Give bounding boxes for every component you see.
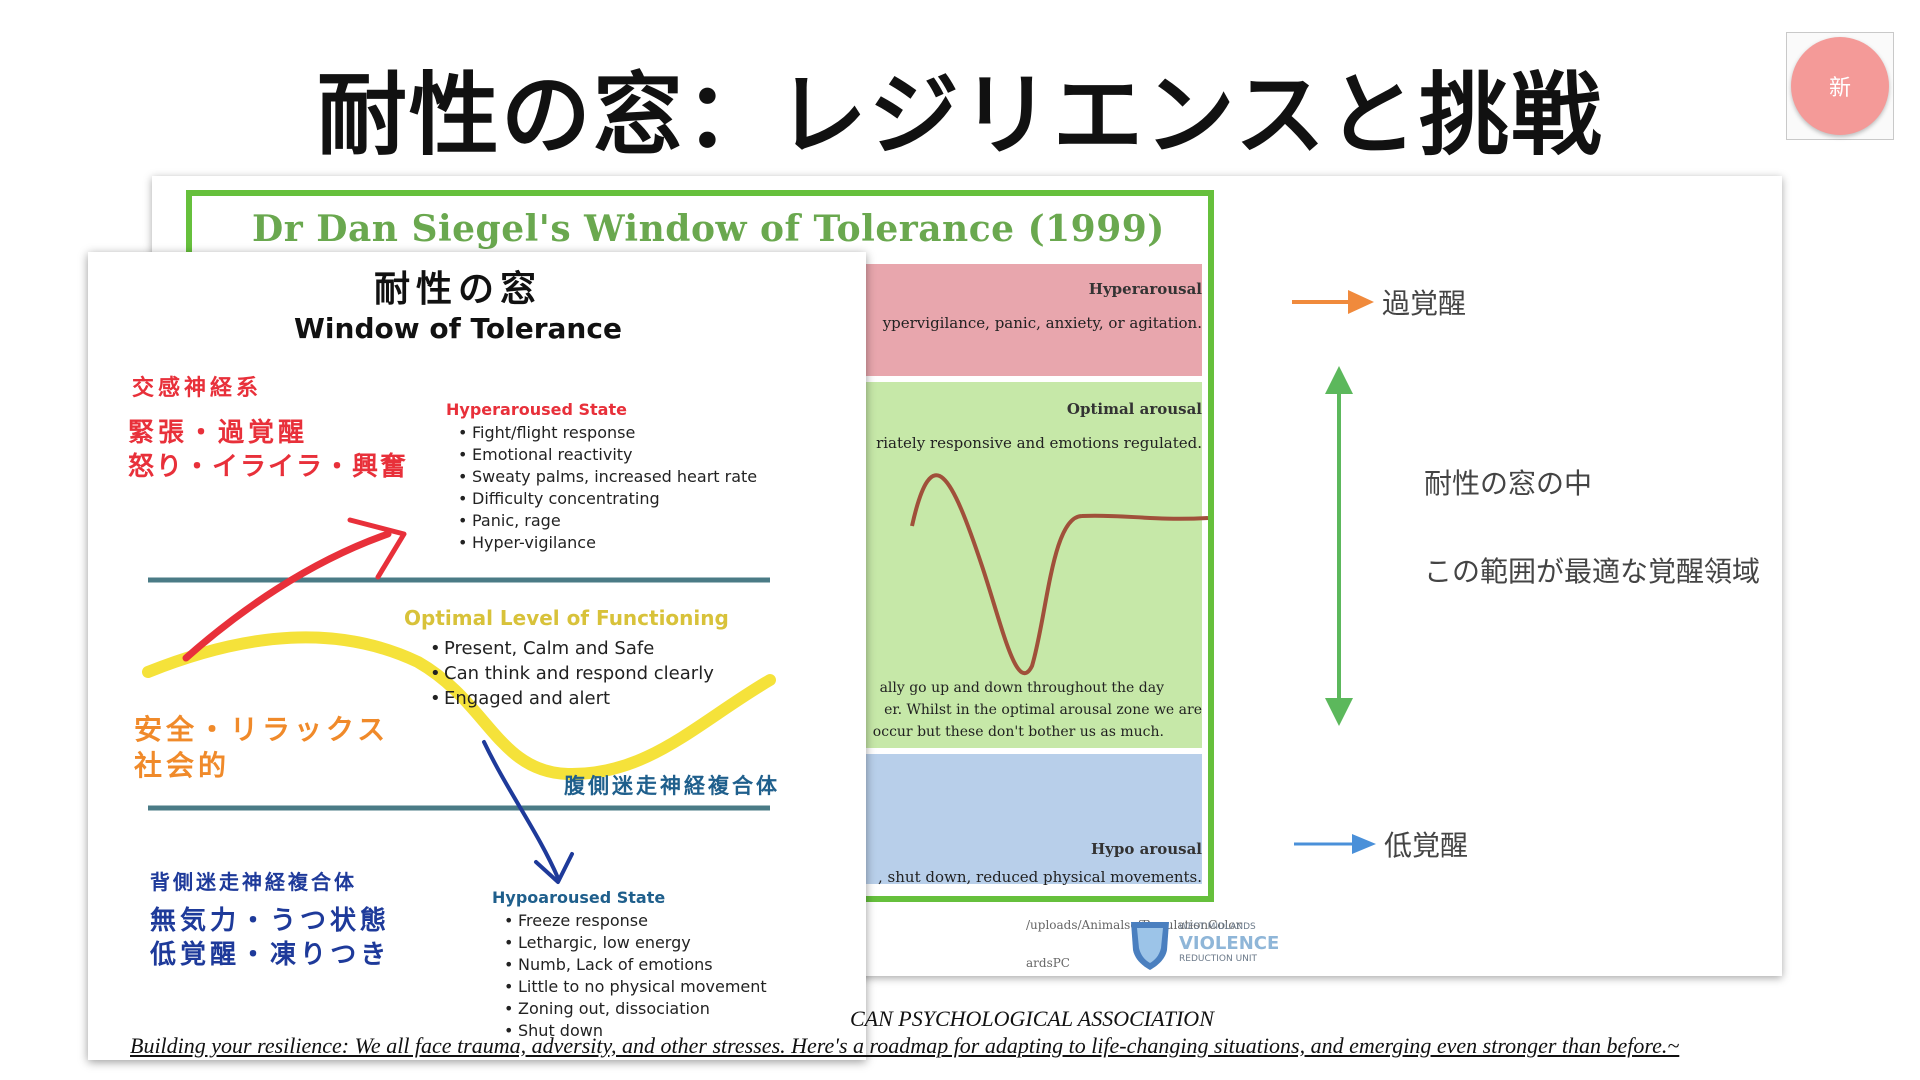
slide-title: 耐性の窓：レジリエンスと挑戦 — [316, 63, 1604, 168]
optimal-item: Present, Calm and Safe — [430, 636, 714, 661]
hypo-item: Shut down — [504, 1020, 767, 1042]
optimal-list: Present, Calm and Safe Can think and res… — [414, 636, 714, 711]
hypo-item: Zoning out, dissociation — [504, 998, 767, 1020]
safe-label: 安全・リラックス — [134, 713, 390, 746]
yellow-wave — [142, 631, 776, 781]
hypoarousal-label: Hypo arousal — [1091, 840, 1202, 858]
optimal-note-3: occur but these don't bother us as much. — [872, 724, 1164, 740]
optimal-label: Optimal arousal — [1066, 400, 1202, 418]
hyper-item: Emotional reactivity — [458, 444, 757, 466]
range-arrow-icon — [1325, 366, 1353, 726]
hypo-list: Freeze response Lethargic, low energy Nu… — [488, 910, 767, 1042]
red-arrow-icon — [182, 530, 392, 662]
hypo-item: Freeze response — [504, 910, 767, 932]
hyper-item: Panic, rage — [458, 510, 757, 532]
tension-label: 緊張・過覚醒 — [128, 418, 309, 448]
hypo-item: Numb, Lack of emotions — [504, 954, 767, 976]
right-label-hyper: 過覚醒 — [1382, 287, 1467, 320]
hyper-item: Hyper-vigilance — [458, 532, 757, 554]
hyper-arrow-icon — [1292, 290, 1374, 314]
siegel-title: Dr Dan Siegel's Window of Tolerance (199… — [252, 208, 1165, 250]
optimal-item: Can think and respond clearly — [430, 661, 714, 686]
optimal-item: Engaged and alert — [430, 686, 714, 711]
wmvru-logo: WEST MIDLANDS VIOLENCE REDUCTION UNIT — [1127, 916, 1287, 976]
sympathetic-label: 交感神経系 — [132, 376, 263, 401]
apathy-label: 無気力・うつ状態 — [150, 906, 391, 936]
right-label-hypo: 低覚醒 — [1384, 829, 1469, 862]
dorsal-label: 背側迷走神経複合体 — [150, 870, 357, 894]
hyper-item: Difficulty concentrating — [458, 488, 757, 510]
footer-source: CAN PSYCHOLOGICAL ASSOCIATION — [850, 1006, 1214, 1031]
front-title-en: Window of Tolerance — [294, 312, 622, 345]
new-badge-frame[interactable]: 新 — [1786, 32, 1894, 140]
hyper-list: Fight/flight response Emotional reactivi… — [442, 422, 757, 554]
hyper-heading: Hyperaroused State — [446, 400, 627, 419]
url-fragment-2: ardsPC — [1026, 956, 1070, 970]
hypoarousal-text: , shut down, reduced physical movements. — [878, 868, 1202, 886]
optimal-text: riately responsive and emotions regulate… — [876, 434, 1202, 452]
hypo-heading: Hypoaroused State — [492, 888, 666, 907]
optimal-heading: Optimal Level of Functioning — [404, 606, 729, 630]
hyper-item: Sweaty palms, increased heart rate — [458, 466, 757, 488]
arousal-curve — [910, 473, 1209, 676]
hyperarousal-text: ypervigilance, panic, anxiety, or agitat… — [882, 314, 1202, 332]
shield-icon — [1131, 922, 1169, 970]
hypo-item: Little to no physical movement — [504, 976, 767, 998]
optimal-note-1: ally go up and down throughout the day — [879, 680, 1164, 696]
right-label-range: この範囲が最適な覚醒領域 — [1424, 555, 1761, 588]
window-of-tolerance-image: 耐性の窓 Window of Tolerance 交感神経系 緊張・過覚醒 怒り… — [88, 252, 866, 1060]
blue-arrow-icon — [482, 740, 560, 880]
low-arousal-label: 低覚醒・凍りつき — [150, 940, 391, 970]
footer-link[interactable]: Building your resilience: We all face tr… — [130, 1033, 1680, 1058]
new-badge[interactable]: 新 — [1791, 37, 1889, 135]
ventral-label: 腹側迷走神経複合体 — [564, 774, 780, 798]
hyperarousal-label: Hyperarousal — [1088, 280, 1202, 298]
wmvru-logo-text: WEST MIDLANDS VIOLENCE REDUCTION UNIT — [1179, 922, 1280, 965]
siegel-arrows — [1292, 290, 1376, 854]
hypo-item: Lethargic, low energy — [504, 932, 767, 954]
front-title-jp: 耐性の窓 — [373, 269, 542, 310]
hyper-item: Fight/flight response — [458, 422, 757, 444]
hypo-arrow-icon — [1294, 834, 1376, 854]
social-label: 社会的 — [134, 749, 231, 782]
front-diagram — [142, 517, 776, 884]
anger-label: 怒り・イライラ・興奮 — [128, 452, 409, 482]
optimal-note-2: er. Whilst in the optimal arousal zone w… — [884, 702, 1202, 718]
right-label-inside: 耐性の窓の中 — [1424, 467, 1593, 500]
